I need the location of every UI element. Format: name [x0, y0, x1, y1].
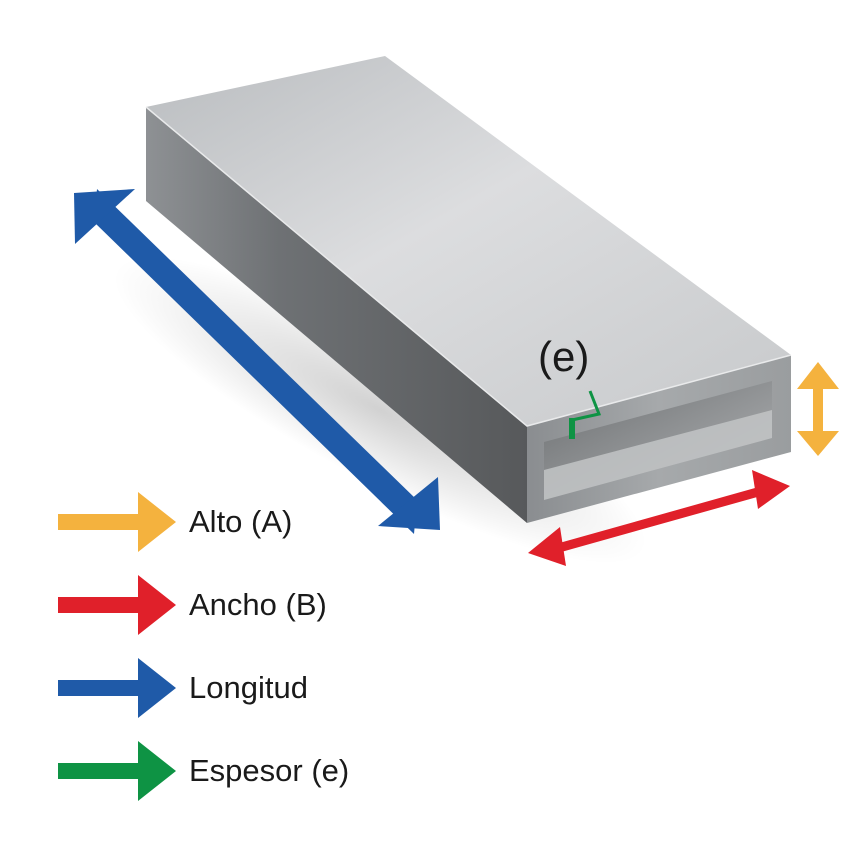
tube-top-face [146, 56, 791, 426]
legend-item-ancho: Ancho (B) [58, 575, 418, 635]
tube-side-face [146, 107, 527, 523]
legend-item-espesor: Espesor (e) [58, 741, 418, 801]
tube-inner-floor [544, 410, 772, 500]
thickness-label: (e) [538, 333, 590, 380]
legend-label: Espesor (e) [189, 753, 350, 788]
arrow-right-icon [58, 575, 176, 635]
ancho-dimension-arrow [528, 470, 790, 566]
longitud-dimension-arrow [74, 189, 440, 534]
arrow-right-icon [58, 741, 176, 801]
legend-label: Longitud [189, 670, 308, 705]
alto-dimension-arrow [797, 362, 839, 456]
legend-item-longitud: Longitud [58, 658, 418, 718]
espesor-marker [569, 390, 602, 439]
tube-top-edge [145, 106, 792, 427]
legend-label: Ancho (B) [189, 587, 327, 622]
legend: Alto (A) Ancho (B) Longitud Espesor (e) [58, 492, 418, 824]
arrow-right-icon [58, 658, 176, 718]
arrow-right-icon [58, 492, 176, 552]
rectangular-tube [145, 56, 792, 523]
legend-item-alto: Alto (A) [58, 492, 418, 552]
legend-label: Alto (A) [189, 504, 293, 539]
